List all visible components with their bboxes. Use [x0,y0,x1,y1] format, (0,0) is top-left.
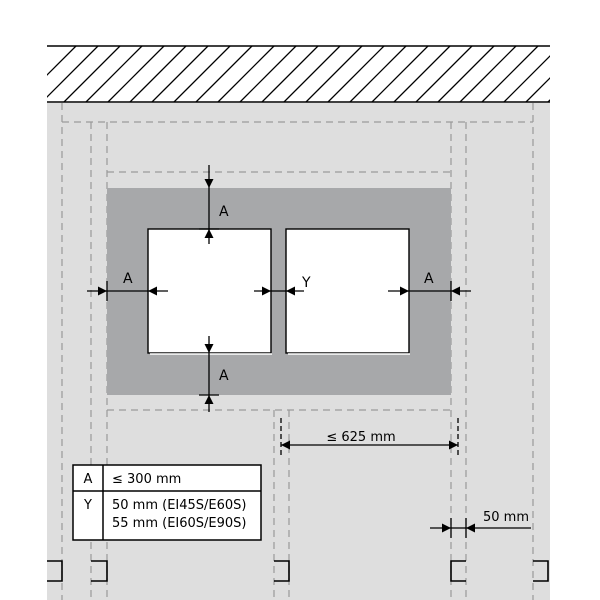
hatch-line [107,46,165,102]
legend-value-y-line1: 50 mm (EI45S/E60S) [112,498,247,513]
label-a-top: A [219,204,229,220]
hatch-line [305,46,363,102]
legend-key-y: Y [83,498,92,513]
hatch-line [525,77,550,102]
hatch-line [437,46,495,102]
hatch-line [415,46,473,102]
stud-brackets [47,560,549,582]
label-a-bottom: A [219,368,229,384]
dimension-a-right [388,281,471,301]
legend-value-y-line2: 55 mm (EI60S/E90S) [112,516,247,531]
hatch-line [63,46,121,102]
hatch-line [481,46,539,102]
hatch-line [217,46,275,102]
hatch-line [349,46,407,102]
hatch-line [85,46,143,102]
dimension-a-left [87,281,168,301]
dimension-a-bottom [199,336,219,412]
hatch-line [47,46,99,98]
hatch-line [592,46,600,102]
hatch-line [283,46,341,102]
hatch-line [327,46,385,102]
hatch-line [173,46,231,102]
hatch-line [371,46,429,102]
hatch-line [239,46,297,102]
label-a-right: A [424,271,434,287]
dimension-max-width [280,418,459,458]
hatch-line [151,46,209,102]
hatch-line [393,46,451,102]
label-y: Y [301,275,311,291]
hatch-line [129,46,187,102]
legend-key-a: A [84,472,93,487]
label-stud-width: 50 mm [483,510,529,525]
hatch-line [261,46,319,102]
label-a-left: A [123,271,133,287]
dimension-a-top [199,165,219,244]
legend-value-a: ≤ 300 mm [112,472,181,487]
hatch-line [47,46,77,76]
dimension-stud-width [430,518,531,538]
legend-table: A ≤ 300 mm Y 50 mm (EI45S/E60S) 55 mm (E… [72,464,262,541]
hatch-line [570,46,600,102]
hatch-line [195,46,253,102]
label-max-width: ≤ 625 mm [326,430,395,445]
hatch-line [459,46,517,102]
hatch-line [547,99,550,102]
ceiling-slab [47,45,600,103]
hatch-line [503,55,550,102]
